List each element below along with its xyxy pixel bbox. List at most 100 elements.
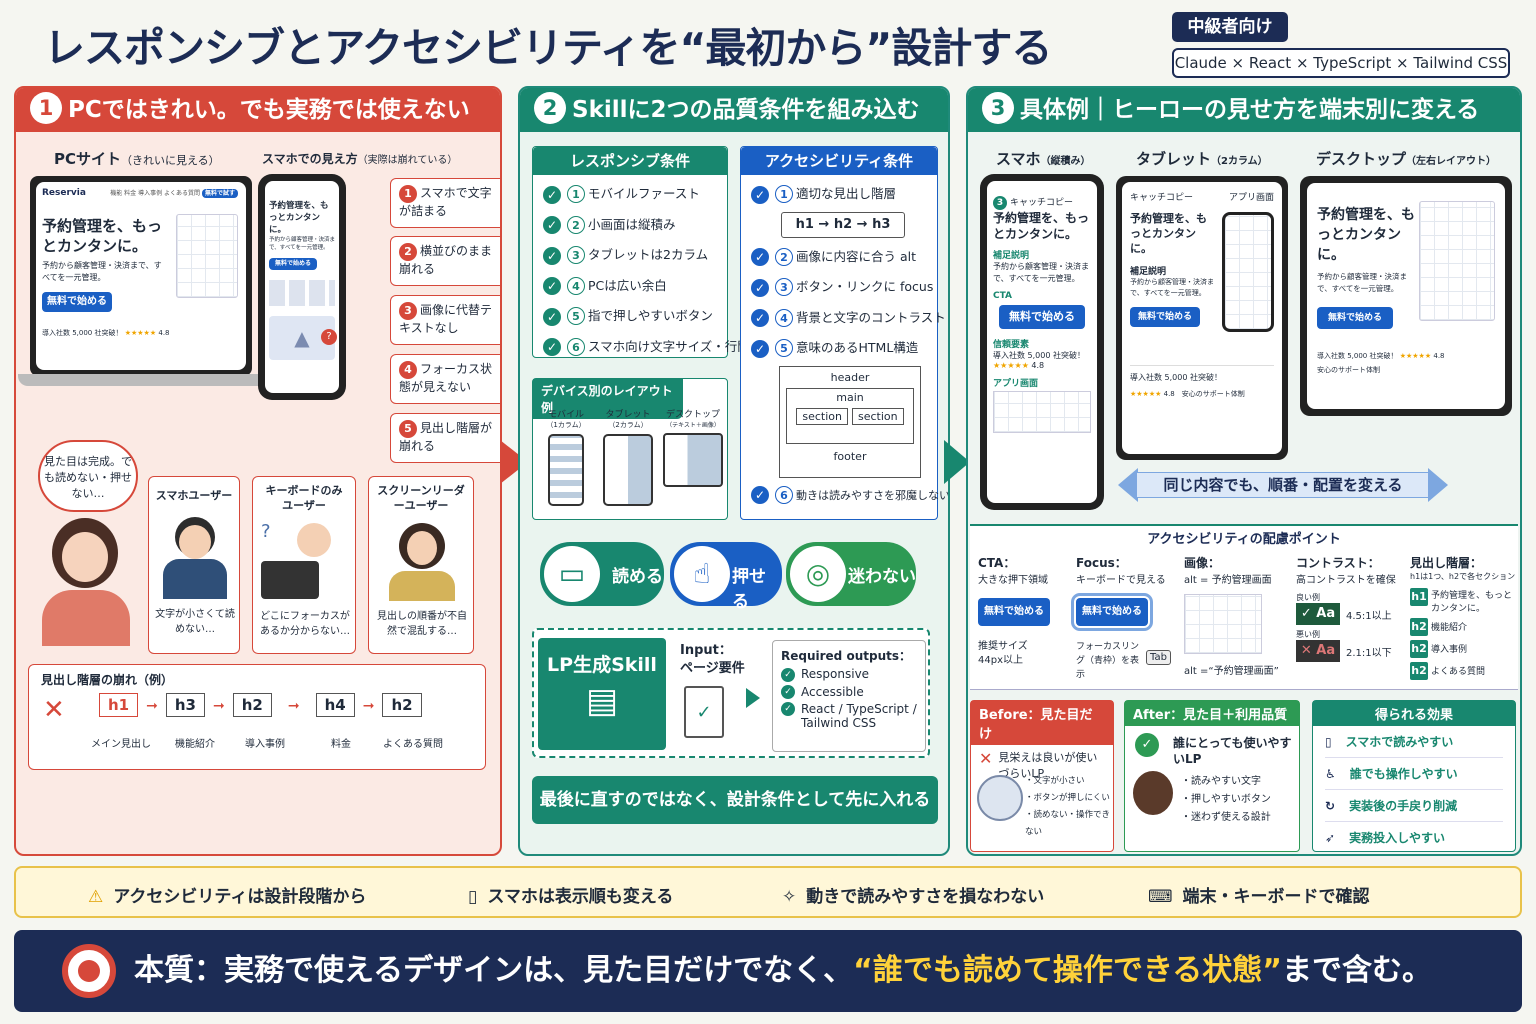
user-card-screenreader: スクリーンリーダーユーザー 見出しの順番が不自然で混乱する…	[368, 476, 474, 654]
document-icon: ▤	[585, 681, 619, 721]
after-list: ・読みやすい文字・押しやすいボタン・迷わず使える設計	[1181, 776, 1271, 823]
sp-hero-sub: 予約から顧客管理・決済まで、すべてを一元管理。	[269, 237, 336, 251]
tablet-cta-button[interactable]: 無料で始める	[1130, 307, 1200, 327]
tip-item: ⚠アクセシビリティは設計段階から	[88, 887, 367, 907]
pc-hero-sub: 予約から顧客管理・決済まで、すべてを一元管理。	[42, 261, 162, 282]
compass-icon: ◎	[790, 546, 846, 602]
essence-highlight: “誰でも読めて操作できる状態”	[853, 953, 1282, 988]
tip-item: ▯スマホは表示順も変える	[468, 887, 674, 907]
heading-sequence: h1 → h2 → h3	[781, 211, 905, 238]
phone-icon: ▯	[1325, 735, 1332, 749]
laptop-mockup: Reservia 機能 料金 導入事例 よくある質問 無料で試す 予約管理を、も…	[30, 176, 252, 376]
pc-brand: Reservia	[42, 188, 86, 198]
warning-icon: ⚠	[88, 887, 104, 907]
heading-label: 料金	[331, 739, 351, 750]
sp-hero-heading: 予約管理を、もっとカンタンに。	[269, 201, 329, 235]
user-card-smartphone: スマホユーザー 文字が小さくて読めない…	[148, 476, 240, 654]
sp-view-label: スマホでの見え方（実際は崩れている）	[262, 152, 458, 166]
effect-item: ▯スマホで読みやすい	[1325, 726, 1503, 758]
keyboard-icon: ⌨	[1148, 887, 1173, 907]
pc-app-screenshot	[176, 214, 238, 298]
arrow-right-icon	[944, 440, 970, 484]
contrast-bad-icon: ✕ Aa	[1296, 640, 1340, 662]
device-label-desktop: デスクトップ（左右レイアウト）	[1316, 150, 1497, 168]
x-mark-icon: ✕	[979, 749, 993, 768]
pc-cta-button[interactable]: 無料で始める	[42, 292, 112, 312]
heading-sequence: h1➞h3➞h2➞h4➞h2	[99, 693, 422, 717]
heading-label: 導入事例	[245, 739, 285, 750]
skill-box: LP生成Skill▤	[538, 638, 666, 750]
desktop-cta-button[interactable]: 無料で始める	[1317, 307, 1393, 329]
arrow-icon	[746, 688, 760, 708]
app-screenshot	[993, 391, 1091, 433]
cta-example-button[interactable]: 無料で始める	[978, 598, 1050, 626]
a11y-points-title: アクセシビリティの配慮ポイント	[1147, 532, 1341, 547]
effect-item: ➶実務投入しやすい	[1325, 831, 1445, 845]
sp-broken-row	[269, 280, 335, 306]
laptop-base	[18, 374, 270, 386]
pc-proof: 導入社数 5,000 社突破！ ★★★★★ 4.8	[42, 329, 170, 337]
smartphone-icon: ▯	[468, 887, 478, 907]
heading-broken-example: 見出し階層の崩れ（例） ✕ h1➞h3➞h2➞h4➞h2 メイン見出し 機能紹介…	[28, 664, 486, 770]
a11y-title: アクセシビリティ条件	[741, 147, 937, 175]
rocket-icon: ➶	[1325, 831, 1336, 845]
sp-cta-button[interactable]: 無料で始める	[999, 305, 1085, 329]
layout-mobile: モバイル（1カラム）	[539, 407, 593, 506]
speech-bubble: 見た目は完成。でも読めない・押せない…	[38, 440, 138, 512]
tip-item: ✧動きで読みやすさを損なわない	[782, 887, 1045, 907]
desktop-hero-heading: 予約管理を、もっとカンタンに。	[1317, 207, 1415, 263]
effect-item: ♿誰でも操作しやすい	[1325, 758, 1503, 790]
pointer-hand-icon: ☝	[674, 546, 730, 602]
sparkle-icon: ✧	[782, 887, 797, 907]
before-card: Before：見た目だけ ✕見栄えは良いが使いづらいLP ・文字が小さい・ボタン…	[970, 700, 1114, 852]
sp-cta-button[interactable]: 無料で始める	[269, 258, 317, 270]
before-list: ・文字が小さい・ボタンが押しにくい・読めない・操作できない	[1025, 776, 1111, 837]
skill-banner: 最後に直すのではなく、設計条件として先に入れる	[532, 776, 938, 824]
happy-woman-illustration	[1133, 771, 1173, 815]
pill-readable: ▭読める	[540, 542, 664, 606]
device-label-tablet: タブレット（2カラム）	[1136, 150, 1268, 168]
tablet-phone-image	[1222, 212, 1274, 332]
layout-title: デバイス別のレイアウト例	[533, 379, 683, 419]
effect-card: 得られる効果 ▯スマホで読みやすい ♿誰でも操作しやすい ↻実装後の手戻り削減 …	[1312, 700, 1516, 852]
layout-desktop: デスクトップ（テキスト＋画像）	[661, 407, 725, 487]
panel-1-title: PCではきれい。でも実務では使えない	[68, 97, 470, 123]
pc-site-label: PCサイト（きれいに見える）	[54, 150, 220, 168]
laptop-icon	[261, 561, 319, 599]
required-outputs: Required outputs： ✓Responsive ✓Accessibl…	[772, 640, 926, 752]
x-mark-icon: ✕	[43, 695, 65, 725]
a11y-points: アクセシビリティの配慮ポイント CTA：大きな押下領域 無料で始める 推奨サイズ…	[970, 524, 1518, 690]
question-icon: ?	[321, 329, 337, 345]
step-number: 2	[534, 91, 566, 124]
heading-label: よくある質問	[383, 739, 443, 750]
panel-2-title: Skillに2つの品質条件を組み込む	[572, 97, 920, 123]
effect-item: ↻実装後の手戻り削減	[1325, 790, 1503, 822]
phone-mockup-broken: 予約管理を、もっとカンタンに。 予約から顧客管理・決済まで、すべてを一元管理。 …	[258, 174, 346, 400]
skill-io-diagram: LP生成Skill▤ Input：ページ要件 ✓ Required output…	[532, 628, 930, 758]
contrast-good-icon: ✓ Aa	[1296, 603, 1340, 625]
desktop-mockup: 予約管理を、もっとカンタンに。 予約から顧客管理・決済まで、すべてを一元管理。 …	[1300, 176, 1512, 416]
pc-nav: 機能 料金 導入事例 よくある質問 無料で試す	[110, 188, 238, 198]
focus-example-button[interactable]: 無料で始める	[1071, 593, 1153, 631]
device-layout-examples: デバイス別のレイアウト例 モバイル（1カラム） タブレット（2カラム） デスクト…	[532, 378, 728, 520]
step-number: 1	[30, 91, 62, 124]
heading-label: メイン見出し	[91, 739, 151, 750]
